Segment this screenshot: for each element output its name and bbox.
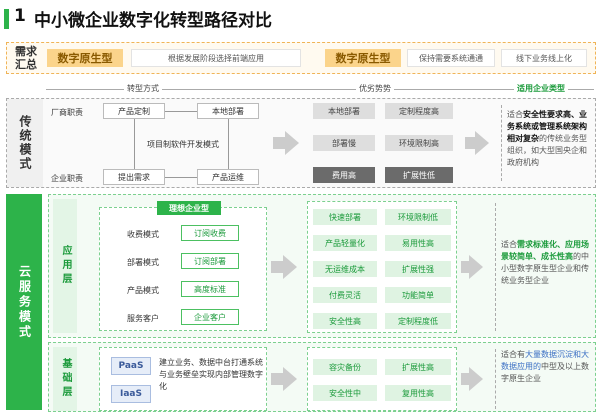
benefit-low-env-limit: 环境限制低 (385, 209, 451, 225)
traditional-mode-section: 传统模式 厂商职责 企业职责 产品定制 本地部署 项目制软件开发模式 提出需求 … (6, 98, 596, 188)
con-low-scalability: 扩展性低 (385, 167, 453, 183)
connector-top (165, 111, 197, 112)
ideal-enterprise-tag: 理想企业型 (157, 201, 221, 215)
base-applicable-desc: 适合有大量数据沉淀和大数据应用的中型及以上数字原生企业 (501, 349, 593, 385)
benefit-high-reuse: 复用性高 (385, 385, 451, 401)
con-high-cost: 费用高 (313, 167, 375, 183)
product-customization-box: 产品定制 (103, 103, 165, 119)
app-desc-green: 需求标准化、应用场景较简单、成长性高 (501, 240, 589, 261)
trad-arrow-icon (285, 131, 299, 155)
benefit-scalable: 扩展性强 (385, 261, 451, 277)
benefit-low-customization: 定制程度低 (385, 313, 451, 329)
connector-right (228, 119, 229, 169)
cloud-service-mode-label: 云服务模式 (6, 194, 42, 410)
arrow-stem-2 (465, 137, 475, 149)
base-layer-section: 基础层 PaaS IaaS 建立业务、数据中台打通系统与业务壁垒实现内部管理数字… (48, 342, 596, 412)
benefit-fast-deploy: 快速部署 (313, 209, 377, 225)
base-desc-blue: 大量数据沉淀和大数据应用的 (501, 350, 589, 371)
trad-applicable-desc: 适合安全性要求高、业务系统或管理系统架构相对复杂的传统业务型组织，如大型国央企和… (507, 109, 593, 169)
left-summary-desc: 根据发展阶段选择前端应用 (131, 49, 301, 67)
trad-desc-lead: 适合 (507, 110, 523, 119)
app-applicable-desc: 适合需求标准化、应用场景较简单、成长性高的中小型数字原生型企业和传统业务型企业 (501, 239, 593, 287)
application-layer-label: 应用层 (53, 199, 77, 333)
trad-desc-divider (501, 105, 502, 181)
pro-high-customization: 定制程度高 (385, 103, 453, 119)
app-desc-divider (495, 203, 496, 331)
demand-summary-row: 需求汇总 数字原生型 根据发展阶段选择前端应用 数字原生型 保持需要系统通通 线… (6, 42, 596, 74)
iaas-box: IaaS (111, 385, 151, 403)
header-divider (46, 89, 594, 90)
pro-local-deploy: 本地部署 (313, 103, 375, 119)
row-key-product: 产品模式 (127, 286, 159, 295)
header-transformation-mode: 转型方式 (124, 83, 162, 94)
section-number: 1 (14, 6, 26, 26)
paas-box: PaaS (111, 357, 151, 375)
title-bar: 1 中小微企业数字化转型路径对比 (0, 0, 600, 36)
benefit-medium-security: 安全性中 (313, 385, 377, 401)
app-arrow-stem-2 (461, 261, 469, 273)
base-desc-tail: 中型及以上数字原生企业 (501, 362, 589, 383)
connector-left (134, 119, 135, 169)
base-benefits-panel (307, 347, 457, 411)
trad-desc-tail: 的传统业务型组织，如大型国央企和政府机构 (507, 134, 587, 167)
app-arrow-stem (271, 261, 283, 273)
base-layer-text: 建立业务、数据中台打通系统与业务壁垒实现内部管理数字化 (159, 358, 263, 391)
left-digital-native-tag: 数字原生型 (47, 49, 123, 67)
row-value-customer: 企业客户 (181, 309, 239, 325)
row-key-charging: 收费模式 (127, 230, 159, 239)
row-value-charging: 订阅收费 (181, 225, 239, 241)
vendor-responsibility-label: 厂商职责 (51, 108, 83, 117)
app-arrow-icon-2 (469, 255, 483, 279)
traditional-mode-label: 传统模式 (7, 99, 43, 187)
con-slow-deploy: 部署慢 (313, 135, 375, 151)
base-arrow-stem-2 (461, 373, 469, 385)
right-digital-native-tag: 数字原生型 (325, 49, 401, 67)
benefit-flexible-pay: 付费灵活 (313, 287, 377, 303)
row-key-deploy: 部署模式 (127, 258, 159, 267)
base-desc-divider (495, 349, 496, 409)
benefit-easy-use: 易用性高 (385, 235, 451, 251)
benefit-disaster-backup: 容灾备份 (313, 359, 377, 375)
enterprise-responsibility-label: 企业职责 (51, 174, 83, 183)
row-value-deploy: 订阅部署 (181, 253, 239, 269)
page-title: 中小微企业数字化转型路径对比 (34, 11, 272, 31)
product-operation-box: 产品运维 (197, 169, 259, 185)
app-desc-lead: 适合 (501, 240, 517, 249)
arrow-stem (273, 137, 285, 149)
project-dev-mode-text: 项目制软件开发模式 (147, 140, 219, 149)
base-layer-label: 基础层 (53, 347, 77, 411)
base-desc-lead: 适合有 (501, 350, 525, 359)
base-arrow-stem (271, 373, 283, 385)
right-summary-desc-1: 保持需要系统通通 (407, 49, 495, 67)
app-arrow-icon (283, 255, 297, 279)
trad-arrow-icon-2 (475, 131, 489, 155)
header-pros-cons: 优劣势势 (356, 83, 394, 94)
row-value-product: 高度标准 (181, 281, 239, 297)
benefit-lightweight: 产品轻量化 (313, 235, 377, 251)
app-desc-tail: 的中小型数字原生型企业和传统业务型企业 (501, 252, 589, 285)
connector-bottom (165, 177, 197, 178)
title-accent-bar (4, 9, 9, 29)
base-arrow-icon-2 (469, 367, 483, 391)
con-env-limit: 环境限制高 (385, 135, 453, 151)
column-header-row: 转型方式 优劣势势 适用企业类型 (6, 82, 596, 96)
benefit-no-ops-cost: 无运维成本 (313, 261, 377, 277)
benefit-base-scalable: 扩展性高 (385, 359, 451, 375)
base-arrow-icon (283, 367, 297, 391)
right-summary-desc-2: 线下业务线上化 (501, 49, 587, 67)
benefit-high-security: 安全性高 (313, 313, 377, 329)
header-applicable-enterprise: 适用企业类型 (514, 83, 568, 94)
summary-label: 需求汇总 (15, 45, 37, 71)
row-key-customer: 服务客户 (127, 314, 159, 323)
benefit-simple-features: 功能简单 (385, 287, 451, 303)
local-deployment-box: 本地部署 (197, 103, 259, 119)
trad-desc-bold: 安全性要求高、业务系统或管理系统架构相对复杂 (507, 110, 587, 143)
submit-requirement-box: 提出需求 (103, 169, 165, 185)
application-layer-section: 应用层 理想企业型 收费模式 订阅收费 部署模式 订阅部署 产品模式 高度标准 … (48, 194, 596, 338)
